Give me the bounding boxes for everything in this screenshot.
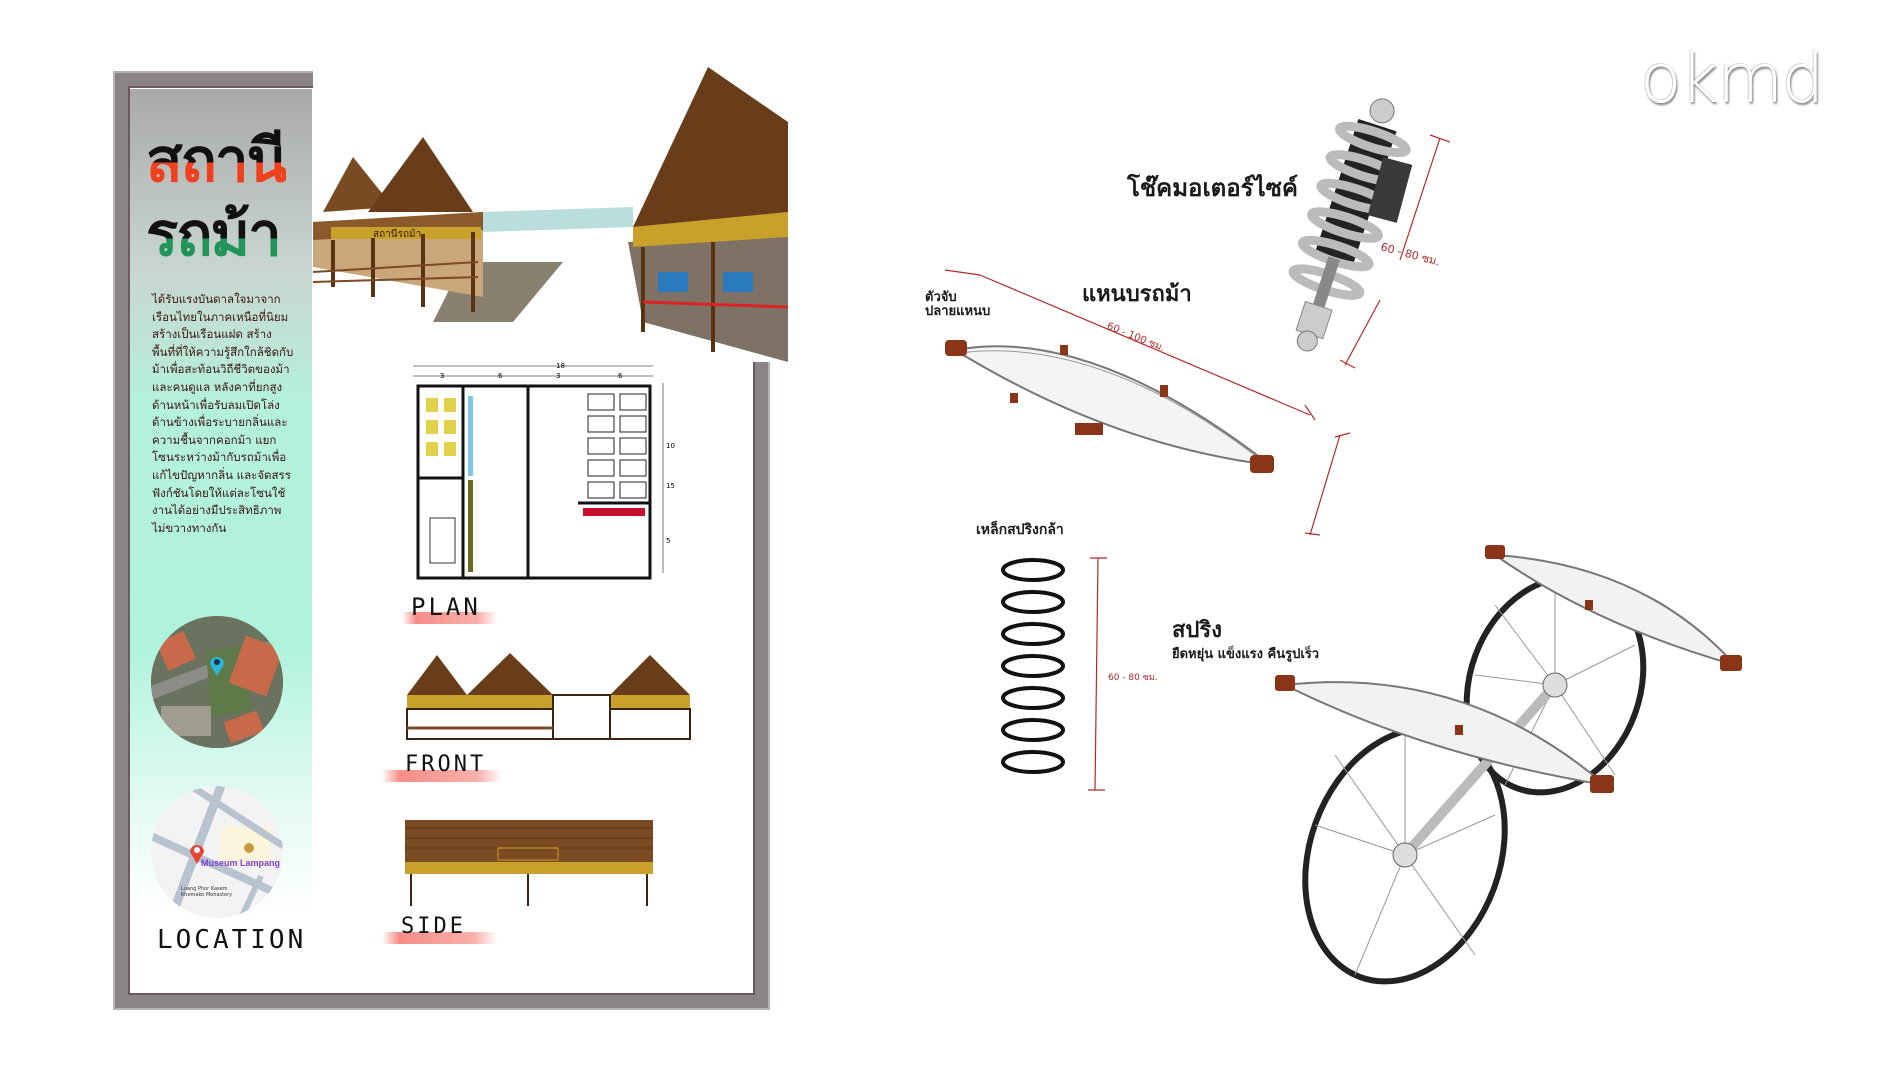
okmd-logo: okmd [1640, 40, 1824, 119]
side-label: SIDE [401, 914, 466, 939]
desc-line: ฟังก์ชันโดยให้แต่ละโซนใช้ [152, 485, 286, 500]
motorcycle-shock-drawing [1288, 98, 1413, 352]
desc-line: ความชื้นจากคอกม้า แยก [152, 432, 277, 447]
render-sign: สถานีรถม้า [373, 228, 421, 240]
satellite-map-image [151, 616, 283, 748]
desc-line: แก้ไขปัญหากลิ่น และจัดสรร [152, 467, 291, 482]
title-line-1: สถานี [146, 126, 288, 196]
plan-dim: 6 [618, 372, 623, 380]
leaf-clamp-label-1: ตัวจับ [925, 290, 957, 305]
plan-dim-total: 18 [556, 362, 565, 370]
side-brush-stroke [382, 932, 497, 944]
desc-line: และคนดูแล หลังคาที่ยกสูง [152, 379, 283, 394]
front-elevation-drawing [406, 653, 691, 740]
desc-line: ม้าเพื่อสะท้อนวิถีชีวิตของม้า [152, 362, 290, 377]
location-label: LOCATION [157, 925, 307, 955]
desc-line: สร้างเป็นเรือนแฝด สร้าง [152, 327, 272, 342]
plan-brush-stroke [402, 612, 497, 624]
map-label-temple: Luang Phor Kasem Khemako Monastery [181, 886, 233, 898]
title-line-2: รถม้า [146, 198, 286, 272]
poster-title: สถานี รถม้า [146, 124, 288, 272]
front-label: FRONT [405, 752, 487, 777]
plan-dim: 3 [440, 372, 444, 380]
desc-line: ด้านหน้าเพื่อรับลมเปิดโล่ง [152, 397, 280, 412]
coil-spring-drawing [1001, 557, 1107, 791]
leaf-clamp-label-2: ปลายแหนบ [925, 304, 991, 319]
description-text: ได้รับแรงบันดาลใจมาจาก เรือนไทยในภาคเหนื… [152, 291, 312, 537]
building-perspective-render: สถานีรถม้า [313, 62, 788, 362]
leaf-spring-drawing [944, 269, 1351, 536]
leaf-spring-title: แหนบรถม้า [1082, 282, 1192, 307]
street-map[interactable]: Museum Lampang Luang Phor Kasem Khemako … [151, 786, 283, 918]
side-elevation-drawing [405, 820, 653, 906]
desc-line: งานได้อย่างมีประสิทธิภาพ [152, 503, 282, 518]
desc-line: โซนระหว่างม้ากับรถม้าเพื่อ [152, 450, 287, 465]
coil-dimension: 60 - 80 ซม. [1108, 673, 1158, 683]
desc-line: ไม่ขวางทางกัน [152, 520, 227, 535]
map-label-museum: Museum Lampang [201, 858, 281, 868]
plan-dim: 3 [556, 372, 560, 380]
shock-dimension-line [1340, 134, 1450, 369]
street-map-image [151, 786, 283, 918]
satellite-map[interactable] [151, 616, 283, 748]
spring-title: สปริง [1172, 618, 1222, 643]
front-brush-stroke [382, 770, 502, 782]
spring-subtitle: ยืดหยุ่น แข็งแรง คืนรูปเร็ว [1172, 647, 1320, 662]
map-pin-icon [210, 657, 224, 676]
shock-title: โช๊คมอเตอร์ไซค์ [1127, 174, 1298, 202]
plan-dim: 15 [666, 482, 675, 490]
plan-dim: 10 [666, 442, 675, 450]
floor-plan-drawing: 18 3 6 3 6 10 15 5 [413, 362, 675, 580]
desc-line: ด้านข้างเพื่อระบายกลิ่นและ [152, 415, 288, 430]
desc-line: ได้รับแรงบันดาลใจมาจาก [152, 292, 281, 306]
plan-dim: 6 [498, 372, 503, 380]
leaf-clamp-label: ตัวจับ ปลายแหนบ [925, 291, 990, 319]
plan-dim: 5 [666, 537, 670, 545]
plan-label: PLAN [411, 593, 481, 621]
carriage-chassis-drawing [1275, 545, 1742, 985]
desc-line: พื้นที่ที่ให้ความรู้สึกใกล้ชิดกับ [152, 344, 294, 359]
desc-line: เรือนไทยในภาคเหนือที่นิยม [152, 309, 289, 324]
coil-title: เหล็กสปริงกล้า [976, 522, 1064, 538]
map-pin-icon [190, 845, 204, 864]
